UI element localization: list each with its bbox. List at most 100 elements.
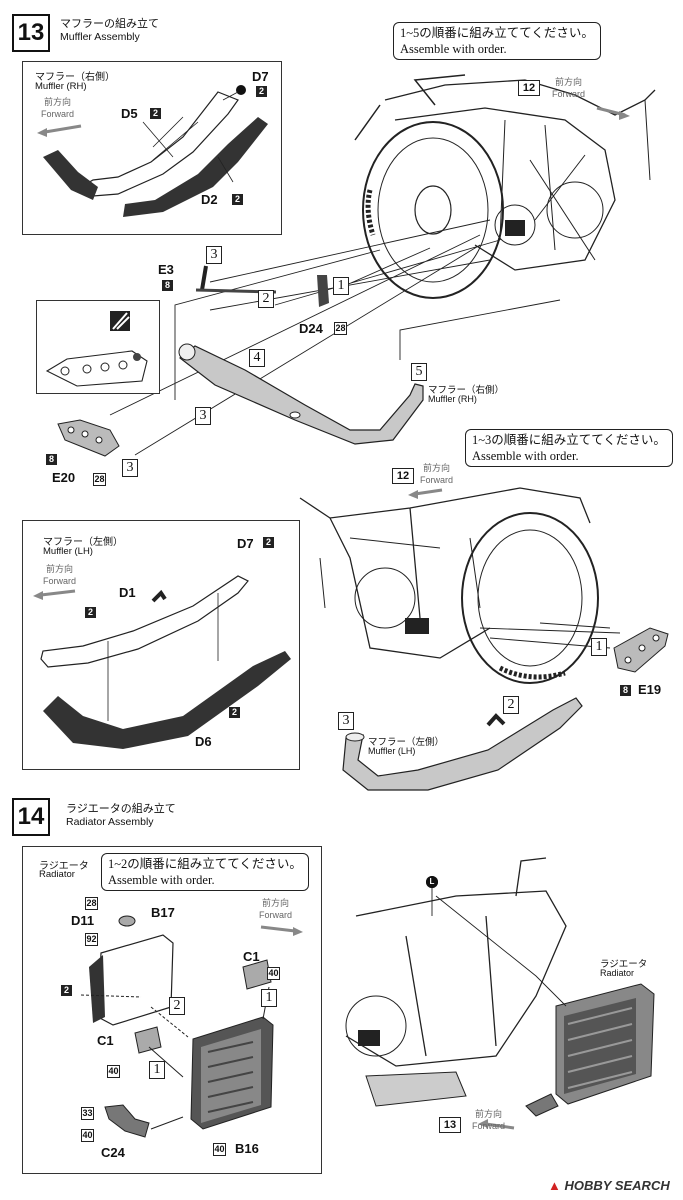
note-1-en: Assemble with order. — [400, 42, 507, 56]
c1-upper-order: 1 — [261, 989, 277, 1007]
b17-badge: 2 — [61, 985, 72, 996]
step-13-number: 13 — [12, 14, 50, 52]
e3-order: 3 — [206, 246, 222, 264]
part-e19: E19 — [638, 682, 662, 697]
watermark-logo: ▲ HOBBY SEARCH — [548, 1178, 670, 1193]
muffler-lh-panel: マフラー（左側） Muffler (LH) 前方向 Forward D7 2 D… — [22, 520, 300, 770]
rh-part-d5: D5 — [121, 106, 138, 121]
marker-l-icon: L — [426, 876, 438, 888]
radiator-panel-title-en: Radiator — [39, 869, 75, 880]
muffler-rh-part-drawing — [178, 343, 424, 445]
note-1-jp: 1~5の順番に組み立ててください。 — [400, 26, 594, 40]
upper-ref-step-12: 12 — [518, 80, 540, 96]
bike-radiator-forward-indicator: 前方向 Forward — [472, 1110, 506, 1131]
step-13-title-jp: マフラーの組み立て — [60, 17, 159, 30]
lower-order-3: 3 — [338, 712, 354, 730]
part-e19-badge: 8 — [620, 685, 631, 696]
upper-leader-lines — [109, 219, 561, 456]
rh-part-d7: D7 — [252, 69, 269, 84]
radiator-panel-title-jp: ラジエータ — [39, 861, 89, 872]
step-14-title-en: Radiator Assembly — [66, 816, 154, 828]
muffler-rh-drawing — [37, 85, 268, 217]
radiator-panel: ラジエータ Radiator 1~2の順番に組み立ててください。 Assembl… — [22, 846, 322, 1174]
c1-lower-badge: 40 — [107, 1065, 120, 1078]
part-c1-upper: C1 — [243, 949, 260, 964]
lower-order-1: 1 — [591, 638, 607, 656]
e20-order-b: 3 — [122, 459, 138, 477]
rh-part-d7-badge: 2 — [256, 86, 267, 97]
part-c24: C24 — [101, 1145, 125, 1160]
part-b16: B16 — [235, 1141, 259, 1156]
radiator-parts-drawing — [80, 915, 303, 1138]
part-b17: B17 — [151, 905, 175, 920]
step-13-order-note-2: 1~3の順番に組み立ててください。 Assemble with order. — [465, 429, 673, 467]
d11-badge-28: 28 — [85, 897, 98, 910]
upper-forward-indicator: 前方向 Forward — [552, 78, 586, 99]
b17-order: 2 — [169, 997, 185, 1015]
note-2-jp: 1~3の順番に組み立ててください。 — [472, 433, 666, 447]
radiator-note-en: Assemble with order. — [108, 873, 215, 887]
step-14-number: 14 — [12, 798, 50, 836]
rh-part-d2-badge: 2 — [232, 194, 243, 205]
lower-forward-indicator: 前方向 Forward — [420, 464, 454, 485]
e20-part-drawing — [57, 419, 120, 457]
part-d24: D24 — [299, 321, 323, 336]
step-14-title-jp: ラジエータの組み立て — [66, 802, 176, 815]
muffler-rh-order-4: 4 — [249, 349, 265, 367]
bike-radiator-drawing — [345, 857, 655, 1130]
part-e20: E20 — [52, 470, 76, 485]
lh-part-d1-badge: 2 — [85, 607, 96, 618]
part-e20-badge-28: 28 — [93, 473, 106, 486]
lh-part-d7-badge: 2 — [263, 537, 274, 548]
e20-detail-drawing — [45, 311, 148, 387]
d24-order: 1 — [333, 277, 349, 295]
e20-detail-inset — [36, 300, 160, 394]
part-d24-badge: 28 — [334, 322, 347, 335]
rod-order: 2 — [258, 290, 274, 308]
lower-ref-step-12: 12 — [392, 468, 414, 484]
muffler-lh-drawing — [33, 575, 291, 749]
lh-panel-title-jp: マフラー（左側） — [43, 537, 123, 548]
lower-order-2: 2 — [503, 696, 519, 714]
rh-panel-title-jp: マフラー（右側） — [35, 72, 115, 83]
part-e3: E3 — [158, 262, 174, 277]
lh-part-d7: D7 — [237, 536, 254, 551]
bike-rh-drawing — [354, 74, 656, 299]
radiator-bike-label-en: Radiator — [600, 968, 635, 978]
rh-forward-indicator: 前方向 Forward — [41, 98, 75, 119]
note-2-en: Assemble with order. — [472, 449, 579, 463]
radiator-note-jp: 1~2の順番に組み立ててください。 — [108, 857, 302, 871]
e20-order-a: 3 — [195, 407, 211, 425]
radiator-forward-indicator: 前方向 Forward — [259, 899, 293, 920]
lh-part-d6-badge: 2 — [229, 707, 240, 718]
muffler-rh-panel: マフラー（右側） Muffler (RH) 前方向 Forward D7 2 D… — [22, 61, 282, 235]
muffler-lh-part-drawing — [342, 697, 583, 791]
part-e3-badge: 8 — [162, 280, 173, 291]
rh-panel-title-en: Muffler (RH) — [35, 81, 87, 92]
forward-arrow-icon — [44, 124, 82, 134]
rh-part-d5-badge: 2 — [150, 108, 161, 119]
watermark-text: HOBBY SEARCH — [564, 1178, 670, 1193]
step-13-title-en: Muffler Assembly — [60, 31, 140, 43]
part-d11: D11 — [71, 913, 95, 928]
muffler-lh-label-jp: マフラー（左側） — [368, 737, 445, 748]
d11-badge-92: 92 — [85, 933, 98, 946]
c1-lower-order: 1 — [149, 1061, 165, 1079]
radiator-bike-label-jp: ラジエータ — [600, 959, 648, 970]
radiator-order-note: 1~2の順番に組み立ててください。 Assemble with order. — [101, 853, 309, 891]
e19-part-drawing — [613, 627, 669, 673]
c24-badge-33: 33 — [81, 1107, 94, 1120]
c1-upper-badge: 40 — [267, 967, 280, 980]
muffler-rh-order-5: 5 — [411, 363, 427, 381]
muffler-rh-label-en: Muffler (RH) — [428, 394, 477, 404]
bike-lh-drawing — [299, 487, 621, 684]
lh-part-d6: D6 — [195, 734, 212, 749]
watermark-icon: ▲ — [548, 1178, 561, 1193]
part-e20-badge-8: 8 — [46, 454, 57, 465]
lh-forward-indicator: 前方向 Forward — [43, 565, 77, 586]
step-13-order-note-1: 1~5の順番に組み立ててください。 Assemble with order. — [393, 22, 601, 60]
ref-step-13: 13 — [439, 1117, 461, 1133]
muffler-rh-label-jp: マフラー（右側） — [428, 385, 505, 396]
muffler-lh-label-en: Muffler (LH) — [368, 746, 416, 756]
part-c1-lower: C1 — [97, 1033, 114, 1048]
